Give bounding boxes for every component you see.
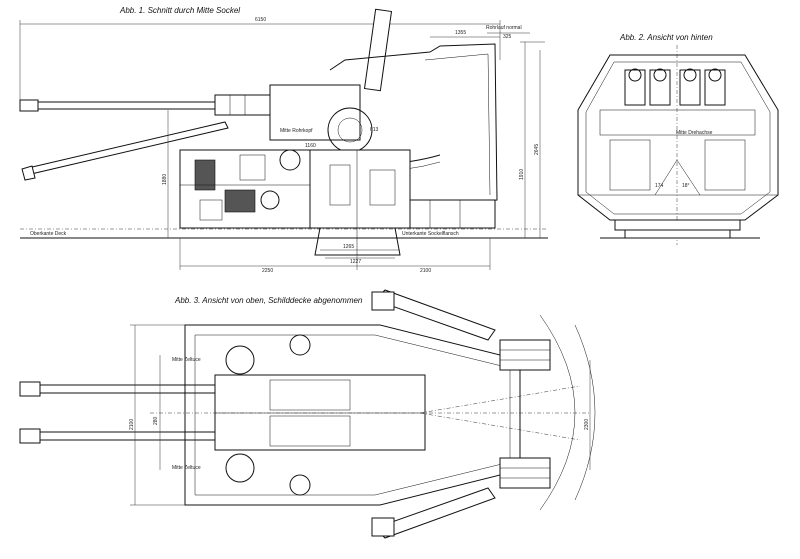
label-mitte-drehachse: Mitte Drehachse: [676, 130, 713, 136]
fig1-vertical-barrel: [363, 8, 393, 92]
dim-2300: 2300: [584, 418, 590, 430]
label-oberkante-deck: Oberkante Deck: [30, 231, 67, 237]
fig2-breech-4: [704, 69, 726, 106]
label-mitte-zeltuce-top: Mitte Zeltuce: [172, 357, 201, 363]
fig3-ammo-box-lower: [499, 457, 551, 489]
label-mitte-rohr: Mitte Rohrkopf: [280, 128, 313, 134]
fig2-caption: Abb. 2. Ansicht von hinten: [620, 33, 713, 42]
fig2-breech-2: [649, 69, 671, 106]
fig1-pedestal: [309, 149, 411, 229]
dim-1265: 1265: [343, 244, 355, 250]
dim-613: 613: [370, 127, 379, 133]
dim-1227: 1227: [350, 259, 362, 265]
fig3-ammo-box-upper: [499, 339, 551, 371]
label-unterkante-sockel: Unterkante Sockelflansch: [402, 231, 459, 237]
dim-1160: 1160: [305, 143, 316, 149]
dim-1880: 1880: [162, 173, 168, 185]
label-mitte-zeltuce-bottom: Mitte Zeltuce: [172, 465, 201, 471]
fig3-caption: Abb. 3. Ansicht von oben, Schilddecke ab…: [175, 296, 363, 305]
dim-280: 280: [153, 416, 159, 425]
dim-2100b: 2100: [129, 418, 135, 430]
angle-18: 18°: [682, 183, 690, 189]
dim-325: 325: [503, 34, 512, 40]
dim-2100: 2100: [420, 268, 432, 274]
fig3-top-view: [19, 289, 596, 539]
fig1-side-section: [19, 8, 548, 270]
label-rohrlauf: Rohrlauf normal: [486, 25, 522, 31]
fig3-cradle: [214, 374, 426, 451]
dim-1910: 1910: [519, 168, 525, 180]
fig2-breech-3: [679, 69, 701, 106]
dim-174: 174: [655, 183, 664, 189]
fig1-breech: [269, 84, 361, 141]
dim-1355: 1355: [455, 30, 467, 36]
fig1-caption: Abb. 1. Schnitt durch Mitte Sockel: [120, 6, 241, 15]
fig2-rear-view: [577, 45, 779, 245]
fig2-breech-1: [624, 69, 646, 106]
fig1-upper-barrel: [19, 101, 221, 110]
dim-2250: 2250: [262, 268, 274, 274]
dim-2645: 2645: [534, 143, 540, 155]
dim-overall-length: 6150: [255, 17, 267, 23]
